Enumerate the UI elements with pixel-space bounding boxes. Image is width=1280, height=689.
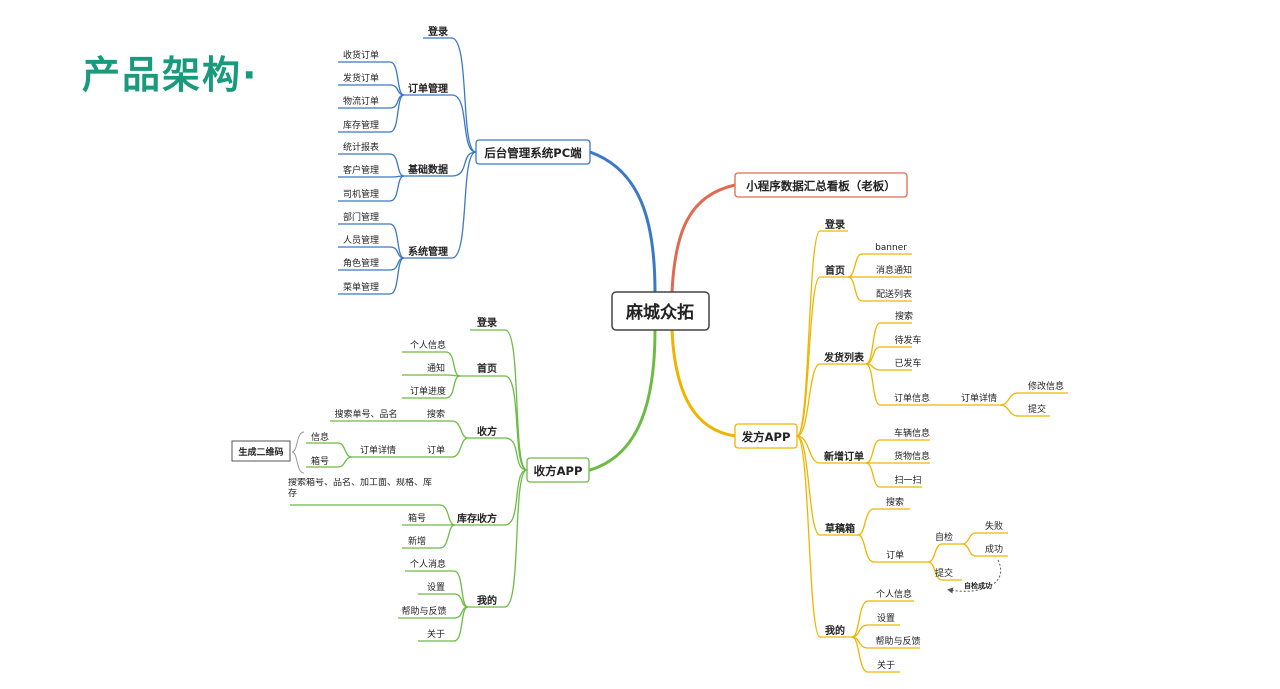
send-list: 发货列表 xyxy=(823,351,865,364)
branch-recv-line xyxy=(588,328,657,472)
recv-mine-item: 设置 xyxy=(427,582,445,593)
pc-base-item: 客户管理 xyxy=(343,164,379,176)
pc-order-item: 收货订单 xyxy=(343,49,379,61)
send-list-item: 已发车 xyxy=(894,357,921,369)
recv-shou: 收方 xyxy=(477,425,497,438)
send-draft-order: 订单 xyxy=(886,549,904,561)
send-modify: 修改信息 xyxy=(1028,380,1064,392)
node-mini xyxy=(734,172,908,198)
pc-base: 基础数据 xyxy=(407,163,448,176)
send-draft-success: 成功 xyxy=(985,543,1003,555)
page-title: 产品架构· xyxy=(82,53,259,97)
pc-order-item: 库存管理 xyxy=(343,119,379,131)
send-list-item: 待发车 xyxy=(894,334,921,346)
root-node xyxy=(611,291,710,331)
pc-login: 登录 xyxy=(427,25,448,38)
recv-box: 箱号 xyxy=(311,455,329,467)
send-submit: 提交 xyxy=(1028,403,1046,415)
root-label: 麻城众拓 xyxy=(625,302,694,323)
send-mine-item: 关于 xyxy=(877,659,895,671)
recv-order-detail: 订单详情 xyxy=(360,444,396,456)
node-qr xyxy=(231,440,291,462)
send-new-item: 车辆信息 xyxy=(894,427,930,439)
send-draft-fail: 失败 xyxy=(985,520,1003,532)
send-mine-item: 帮助与反馈 xyxy=(875,635,920,647)
send-order-detail: 订单详情 xyxy=(961,392,997,404)
pc-base-item: 司机管理 xyxy=(343,188,379,200)
send-login: 登录 xyxy=(824,218,845,231)
node-mini-label: 小程序数据汇总看板（老板） xyxy=(745,179,896,193)
pc-base-item: 统计报表 xyxy=(343,141,379,153)
send-draft-submit: 提交 xyxy=(935,567,953,579)
node-pc xyxy=(475,139,591,165)
recv-qr: 生成二维码 xyxy=(238,446,283,458)
recv-home-item: 订单进度 xyxy=(410,385,446,397)
send-home-item: 配送列表 xyxy=(876,288,912,300)
send-draft: 草稿箱 xyxy=(825,522,855,535)
pc-order-item: 发货订单 xyxy=(343,72,379,84)
recv-home: 首页 xyxy=(477,362,497,375)
recv-stock-note-box: 搜索箱号、品名、加工面、规格、库存 xyxy=(288,478,433,499)
send-check-success: 自检成功 xyxy=(964,581,992,590)
recv-stock-item: 新增 xyxy=(408,535,426,547)
send-order-info: 订单信息 xyxy=(894,392,930,404)
recv-stock: 库存收方 xyxy=(457,512,497,525)
recv-stock-item: 箱号 xyxy=(408,512,426,524)
pc-sys: 系统管理 xyxy=(408,245,448,258)
pc-sys-item: 菜单管理 xyxy=(343,281,379,293)
recv-mine-item: 个人消息 xyxy=(410,558,446,570)
send-mine-item: 个人信息 xyxy=(876,588,912,600)
node-send xyxy=(734,423,798,449)
recv-mine: 我的 xyxy=(477,594,497,607)
node-pc-label: 后台管理系统PC端 xyxy=(484,146,582,160)
send-home-item: banner xyxy=(875,243,907,253)
send-draft-search: 搜索 xyxy=(886,496,904,508)
branch-mini-line xyxy=(670,183,737,294)
recv-stock-note: 搜索箱号、品名、加工面、规格、库存 xyxy=(288,478,433,499)
pc-sys-item: 部门管理 xyxy=(343,211,379,223)
send-new: 新增订单 xyxy=(824,450,864,463)
node-recv xyxy=(526,457,590,483)
send-new-item: 扫一扫 xyxy=(894,474,921,486)
recv-order: 订单 xyxy=(427,444,445,456)
send-mine: 我的 xyxy=(825,624,845,637)
recv-search: 搜索 xyxy=(427,408,445,420)
recv-mine-item: 关于 xyxy=(427,628,445,640)
recv-login: 登录 xyxy=(476,316,497,329)
branch-pc-line xyxy=(588,150,657,294)
pc-sys-item: 角色管理 xyxy=(343,257,379,269)
send-draft-check: 自检 xyxy=(935,531,953,543)
recv-search-note: 搜索单号、品名 xyxy=(334,408,397,420)
recv-mine-item: 帮助与反馈 xyxy=(401,605,446,617)
node-send-label: 发方APP xyxy=(741,430,791,444)
pc-sys-item: 人员管理 xyxy=(343,234,379,246)
send-list-item: 搜索 xyxy=(895,310,913,322)
send-mine-item: 设置 xyxy=(877,613,895,624)
node-recv-label: 收方APP xyxy=(534,464,583,478)
send-home-item: 消息通知 xyxy=(876,264,912,276)
send-new-item: 货物信息 xyxy=(894,450,930,462)
branch-send-line xyxy=(670,328,737,438)
pc-order: 订单管理 xyxy=(408,82,448,95)
recv-home-item: 个人信息 xyxy=(410,339,446,351)
send-home: 首页 xyxy=(825,264,845,277)
pc-order-item: 物流订单 xyxy=(343,95,379,107)
recv-info: 信息 xyxy=(311,431,329,443)
recv-home-item: 通知 xyxy=(427,362,445,374)
